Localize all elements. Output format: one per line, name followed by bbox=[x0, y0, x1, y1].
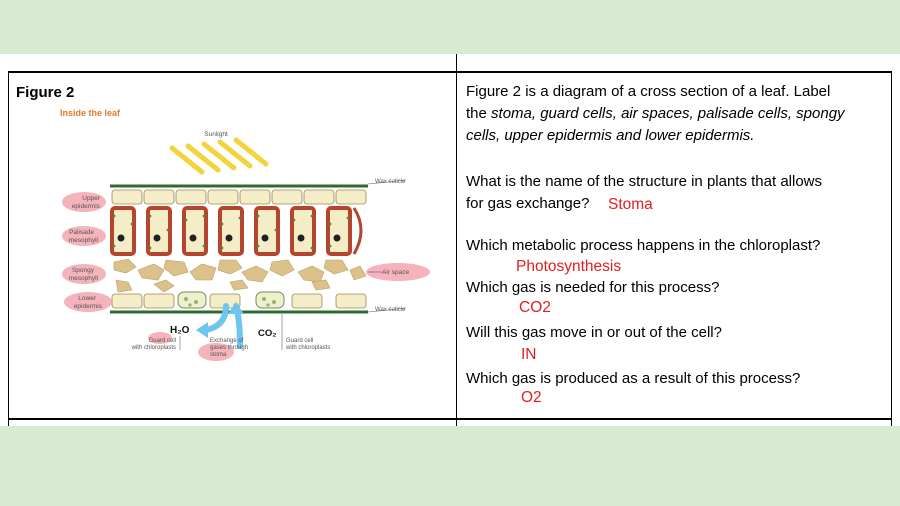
leaf-cross-section-diagram: Sunlight Wax cuticle bbox=[62, 131, 430, 361]
lower-epidermis-label-2: epidermis bbox=[74, 303, 103, 310]
upper-epidermis-cells bbox=[111, 189, 367, 205]
upper-epidermis-label-2: epidermis bbox=[72, 203, 101, 210]
lower-epidermis-label-1: Lower bbox=[78, 295, 97, 302]
lower-epidermis-cells bbox=[111, 293, 367, 309]
question-1-line-2: for gas exchange? bbox=[466, 195, 590, 212]
answer-4: IN bbox=[521, 346, 537, 363]
sunlight-rays-icon bbox=[169, 137, 269, 175]
answer-1: Stoma bbox=[608, 196, 653, 213]
guard-cell-right-label-2: with chloroplasts bbox=[285, 345, 330, 351]
left-label-highlights bbox=[62, 192, 430, 361]
guard-cell-left-label-1: Guard cell bbox=[149, 338, 176, 344]
question-1-line-1: What is the name of the structure in pla… bbox=[466, 173, 823, 190]
intro-line-1: Figure 2 is a diagram of a cross section… bbox=[466, 83, 831, 100]
palisade-cells bbox=[110, 206, 352, 256]
exchange-label-2: gases through bbox=[210, 345, 248, 351]
wax-cuticle-bottom-label: Wax cuticle bbox=[375, 307, 406, 313]
h2o-label: H₂O bbox=[170, 325, 190, 336]
answer-5: O2 bbox=[521, 389, 542, 406]
intro-line-3: cells, upper epidermis and lower epiderm… bbox=[466, 127, 755, 144]
spongy-mesophyll-cells bbox=[113, 258, 367, 293]
guard-cells bbox=[177, 291, 285, 309]
question-2: Which metabolic process happens in the c… bbox=[466, 237, 821, 254]
intro-line-2-terms: stoma, guard cells, air spaces, palisade… bbox=[491, 105, 845, 122]
intro-line-2-text: the stoma, guard cells, air spaces, pali… bbox=[466, 105, 845, 122]
table-top-border bbox=[8, 71, 892, 73]
exchange-label-1: Exchange of bbox=[210, 338, 244, 344]
sunlight-label: Sunlight bbox=[204, 131, 228, 138]
wax-cuticle-top-label: Wax cuticle bbox=[375, 179, 406, 185]
table-bottom-border bbox=[8, 418, 892, 420]
intro-line-2: the stoma, guard cells, air spaces, pali… bbox=[466, 103, 886, 125]
guard-cell-left-label-2: with chloroplasts bbox=[131, 345, 176, 351]
table-middle-border bbox=[456, 54, 457, 426]
co2-label: CO₂ bbox=[258, 328, 276, 339]
question-3: Which gas is needed for this process? bbox=[466, 279, 720, 296]
guard-cell-right-label-1: Guard cell bbox=[286, 338, 313, 344]
answer-2: Photosynthesis bbox=[516, 258, 622, 275]
spongy-label-2: mesophyll bbox=[69, 275, 99, 282]
figure-title: Figure 2 bbox=[16, 84, 75, 101]
upper-epidermis-label-1: Upper bbox=[82, 195, 101, 202]
air-space-label: Air space bbox=[382, 269, 409, 276]
question-4: Will this gas move in or out of the cell… bbox=[466, 324, 722, 341]
palisade-label-1: Palisade bbox=[69, 229, 94, 236]
question-5: Which gas is produced as a result of thi… bbox=[466, 370, 801, 387]
exchange-label-3: stoma bbox=[210, 352, 227, 358]
spongy-label-1: Spongy bbox=[72, 267, 95, 274]
intro-line-2-lead: the bbox=[466, 105, 492, 122]
answer-3: CO2 bbox=[519, 299, 551, 316]
figure-subtitle: Inside the leaf bbox=[60, 108, 121, 118]
table-left-border bbox=[8, 72, 9, 426]
table-right-border bbox=[891, 72, 892, 426]
palisade-label-2: mesophyll bbox=[69, 237, 99, 244]
